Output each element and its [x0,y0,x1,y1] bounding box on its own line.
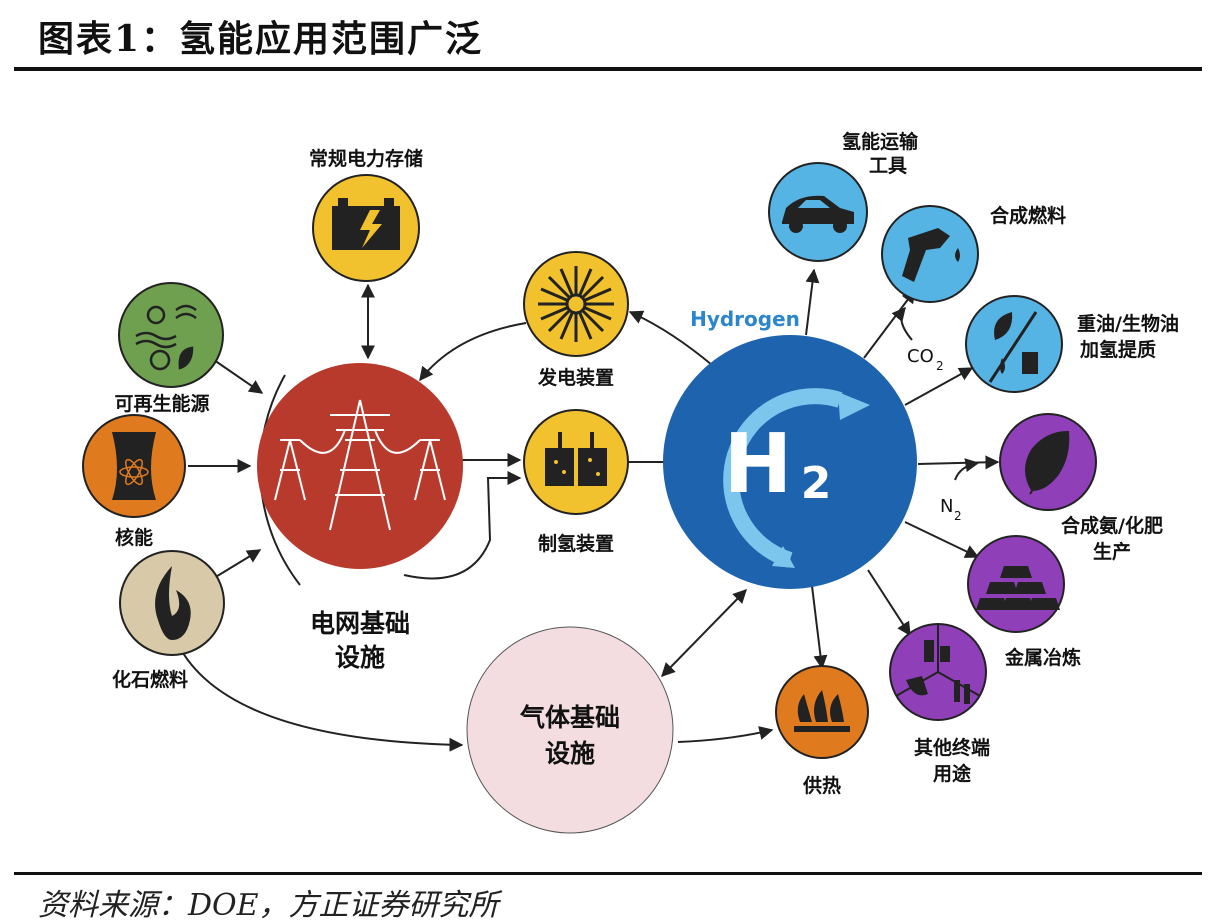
heat-label: 供热 [802,774,841,797]
page-title: 图表1：氢能应用范围广泛 [38,18,484,60]
renewable-icon [135,304,197,371]
ammonia-label-1: 合成氨/化肥 [1061,514,1163,537]
oil-arrow [904,367,974,406]
fossil-label: 化石燃料 [112,668,188,691]
gas-hydrogen-arrow [661,588,747,678]
synfuel-label: 合成燃料 [990,204,1066,227]
source-note: 资料来源：DOE，方正证券研究所 [38,888,499,923]
storage-label: 常规电力存储 [309,147,423,170]
title-rule [14,67,1202,71]
generator-grid-arrow [419,322,527,382]
h2-symbol: H [724,417,793,512]
gas-label-2: 设施 [545,739,595,768]
transport-label-2: 工具 [869,155,907,177]
transport-label-1: 氢能运输 [842,130,919,153]
fossil-node: 化石燃料 [112,550,225,691]
power-tower-icon [274,399,446,531]
nuclear-label: 核能 [115,526,153,549]
renewable-label: 可再生能源 [114,392,209,415]
transport-node: 氢能运输 工具 [768,130,919,262]
svg-text:2: 2 [936,359,944,373]
gas-circle [466,626,674,834]
heat-node: 供热 [775,665,869,797]
grid-label-1: 电网基础 [310,609,410,638]
leaf-icon [1025,430,1070,495]
metal-label: 金属冶炼 [1004,646,1081,669]
source-rule [14,872,1202,875]
ammonia-label-2: 生产 [1093,540,1131,563]
svg-text:N: N [940,496,953,517]
oil-label-1: 重油/生物油 [1077,312,1179,335]
renewable-node: 可再生能源 [114,282,224,415]
n2-input-arrow [954,458,980,481]
grid-label-2: 设施 [335,643,385,672]
car-icon [782,195,854,233]
co2-input-arrow [891,306,913,341]
gas-label-1: 气体基础 [519,703,620,732]
hydrogen-generator-arrow [628,310,713,366]
other-label-1: 其他终端 [914,736,990,759]
electrolyzer-icon [545,432,607,486]
svg-text:2: 2 [954,509,962,523]
metal-node: 金属冶炼 [967,535,1081,669]
ammonia-arrow [917,455,1000,470]
other-arrow [867,569,911,637]
oil-upgrade-icon [988,311,1038,383]
battery-icon [332,198,400,250]
nuclear-icon [112,432,156,500]
generator-node: 发电装置 [523,251,629,389]
ingots-icon [976,566,1060,610]
hydrogen-label: Hydrogen [690,307,800,331]
connectors [174,268,1000,752]
h2-swirl-icon [723,388,843,568]
hydrogen-heat-arrow [811,585,828,670]
storage-node: 常规电力存储 [309,147,423,282]
fossil-arrow [213,549,262,579]
co2-label: CO 2 [907,346,944,373]
generator-label: 发电装置 [537,366,614,389]
burner-icon [794,690,850,732]
nuclear-node: 核能 [82,414,186,549]
transport-arrow [805,268,820,336]
electrolyzer-node: 制氢装置 [523,409,629,555]
hydrogen-node: H 2 Hydrogen [663,307,917,589]
other-label-2: 用途 [933,762,972,785]
lab-icon [895,624,981,704]
synfuel-node: 合成燃料 [881,204,1066,303]
ammonia-node: 合成氨/化肥 生产 [999,413,1163,563]
oil-node: 重油/生物油 加氢提质 [965,295,1179,393]
grid-node: 电网基础 设施 [257,363,463,672]
grid-loop-arrow [403,471,522,580]
gas-node: 气体基础 设施 [466,626,674,834]
gas-heat-arrow [677,726,774,743]
other-node: 其他终端 用途 [889,623,990,785]
renewable-arrow [213,359,264,394]
flame-icon [155,566,191,640]
h2-subscript: 2 [801,458,832,509]
synfuel-arrow [863,288,916,359]
electrolyzer-label: 制氢装置 [538,532,614,555]
svg-text:CO: CO [907,346,934,367]
oil-label-2: 加氢提质 [1079,338,1156,361]
grid-circle [257,363,463,569]
n2-label: N 2 [940,496,962,523]
metal-arrow [904,521,980,558]
turbine-icon [538,266,614,342]
fossil-gas-arrow [174,637,464,752]
fuel-nozzle-icon [902,228,960,282]
